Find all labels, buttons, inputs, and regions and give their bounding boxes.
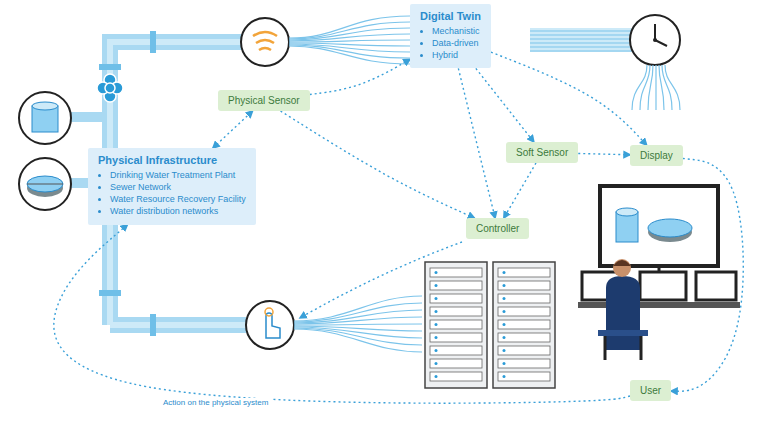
data-band: [530, 28, 632, 52]
bullet-item: Water Resource Recovery Facility: [110, 193, 246, 205]
tank-icon: [19, 92, 71, 144]
process-box: Physical Sensor: [218, 90, 310, 111]
dotted-connector: [54, 225, 630, 404]
box-label: Physical Sensor: [228, 95, 300, 106]
workstation: [578, 186, 740, 360]
panel-heading: Physical Infrastructure: [98, 154, 246, 166]
dotted-connector: [491, 52, 647, 145]
digital-twin-panel: Digital TwinMechanisticData-drivenHybrid: [410, 4, 491, 68]
bullet-list: MechanisticData-drivenHybrid: [420, 25, 481, 61]
connector-label: Action on the physical system: [160, 398, 271, 407]
process-box: Soft Sensor: [506, 142, 578, 163]
data-lines: [289, 16, 410, 64]
bullet-item: Sewer Network: [110, 181, 246, 193]
process-box: Display: [630, 145, 683, 166]
process-box: Controller: [466, 218, 529, 239]
bullet-item: Water distribution networks: [110, 205, 246, 217]
panel-heading: Digital Twin: [420, 10, 481, 22]
control-arrow: [300, 242, 462, 318]
box-label: Display: [640, 150, 673, 161]
data-lines: [632, 65, 680, 110]
dotted-connector: [504, 163, 536, 218]
dotted-connector: [671, 158, 743, 391]
dotted-connector: [213, 111, 253, 148]
bullet-item: Hybrid: [432, 49, 481, 61]
bullet-list: Drinking Water Treatment PlantSewer Netw…: [98, 169, 246, 218]
bullet-item: Data-driven: [432, 37, 481, 49]
box-label: User: [640, 385, 661, 396]
process-box: User: [630, 380, 671, 401]
clarifier-icon: [19, 158, 71, 210]
touch-icon: [246, 301, 294, 349]
box-label: Soft Sensor: [516, 147, 568, 158]
dotted-connector: [458, 68, 495, 218]
sensor-icon: [241, 18, 289, 66]
valve-icon: [97, 74, 123, 102]
data-lines: [294, 296, 422, 352]
bullet-item: Mechanistic: [432, 25, 481, 37]
dotted-connector: [310, 59, 410, 94]
dotted-connector: [578, 153, 630, 154]
dotted-connector: [281, 111, 475, 218]
infrastructure-panel: Physical InfrastructureDrinking Water Tr…: [88, 148, 256, 225]
box-label: Controller: [476, 223, 519, 234]
dotted-connector: [476, 68, 534, 142]
server-rack: [425, 262, 555, 388]
bullet-item: Drinking Water Treatment Plant: [110, 169, 246, 181]
clock-icon: [630, 15, 680, 65]
